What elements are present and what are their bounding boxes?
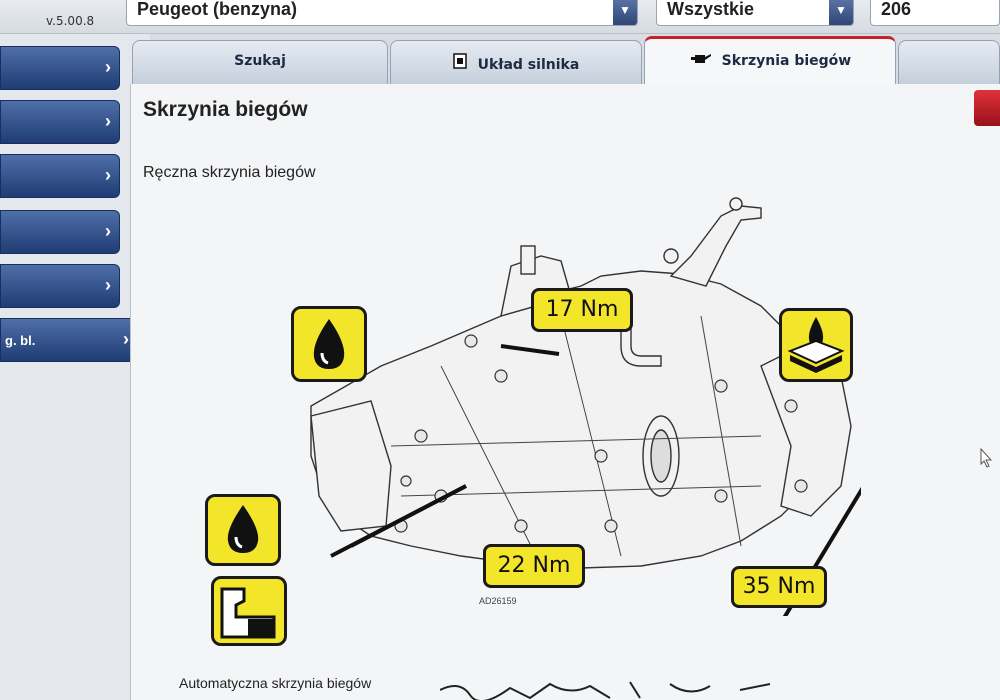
sidebar-item-5[interactable]: ›	[0, 264, 120, 308]
section-title-manual: Ręczna skrzynia biegów	[143, 164, 316, 181]
tab-label: Układ silnika	[477, 57, 580, 73]
engine-layout-icon	[452, 53, 467, 73]
torque-label: 22 Nm	[483, 544, 585, 588]
sidebar-item-label: g. bl.	[5, 333, 36, 348]
oil-drop-icon	[291, 306, 367, 382]
tab-label: Szukaj	[234, 53, 286, 69]
sidebar-item-4[interactable]: ›	[0, 210, 120, 254]
tab-engine-layout[interactable]: Układ silnika	[390, 40, 642, 84]
brand-select-value: Peugeot (benzyna)	[137, 0, 298, 19]
cursor-icon	[980, 447, 993, 468]
chevron-right-icon: ›	[105, 275, 111, 295]
drain-plug-icon	[211, 576, 287, 646]
chevron-down-icon[interactable]: ▼	[613, 0, 637, 25]
torque-label: 35 Nm	[731, 566, 827, 608]
page-title: Skrzynia biegów	[143, 98, 308, 121]
app-version: v.5.00.8	[46, 14, 95, 28]
sidebar-item-3[interactable]: ›	[0, 154, 120, 198]
filter-select[interactable]: Wszystkie ▼	[656, 0, 854, 26]
gearbox-drawing	[310, 197, 878, 658]
chevron-right-icon: ›	[105, 165, 111, 185]
chevron-right-icon: ›	[105, 111, 111, 131]
close-icon[interactable]	[974, 90, 1000, 126]
sidebar-item-2[interactable]: ›	[0, 100, 120, 144]
model-select[interactable]: 206	[870, 0, 1000, 26]
tab-search[interactable]: Szukaj	[132, 40, 388, 84]
handwriting-overlay	[439, 680, 800, 700]
section-title-automatic: Automatyczna skrzynia biegów	[179, 675, 372, 691]
chevron-right-icon: ›	[105, 221, 111, 241]
top-bar: v.5.00.8 Peugeot (benzyna) ▼ Wszystkie ▼…	[0, 0, 1000, 34]
torque-label: 17 Nm	[531, 288, 633, 332]
content-panel: Skrzynia biegów Ręczna skrzynia biegów A…	[130, 84, 1000, 700]
sidebar-item-6[interactable]: g. bl. ›	[0, 318, 138, 362]
model-select-value: 206	[881, 0, 912, 19]
oil-drop-icon	[205, 494, 281, 566]
tab-more[interactable]	[898, 40, 1000, 84]
gearbox-diagram: 17 Nm 22 Nm	[201, 196, 878, 658]
sidebar-item-1[interactable]: ›	[0, 46, 120, 90]
brand-select[interactable]: Peugeot (benzyna) ▼	[126, 0, 638, 26]
filter-select-value: Wszystkie	[667, 0, 755, 19]
diagram-reference: AD26159	[479, 596, 517, 606]
chevron-right-icon: ›	[105, 57, 111, 77]
sidebar: › › › › › g. bl. ›	[0, 34, 150, 700]
tab-gearbox[interactable]: Skrzynia biegów	[644, 36, 896, 86]
oil-level-icon	[779, 308, 853, 382]
chevron-down-icon[interactable]: ▼	[829, 0, 853, 25]
oil-can-icon	[689, 51, 711, 69]
tab-label: Skrzynia biegów	[721, 53, 852, 69]
chevron-right-icon: ›	[123, 329, 129, 349]
